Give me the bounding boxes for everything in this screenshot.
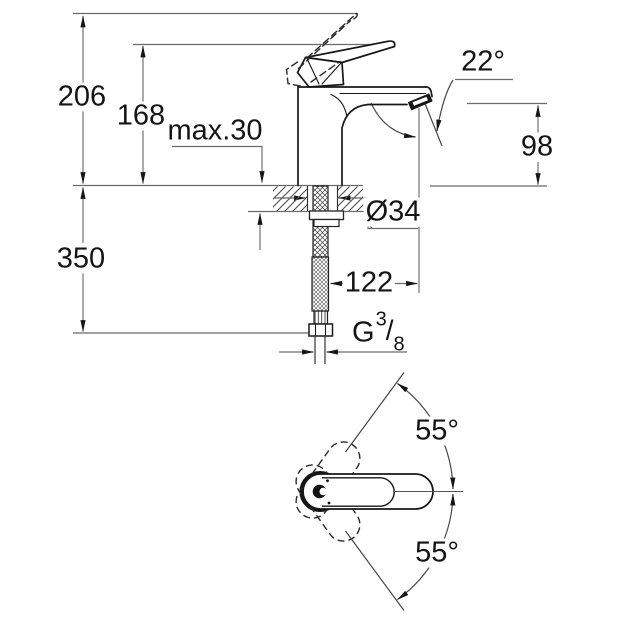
front-view — [73, 12, 547, 364]
hose-hex-nut — [308, 323, 334, 337]
thread-slash: / — [385, 314, 394, 346]
label-thread-size: G3/8 — [350, 309, 407, 355]
label-below-deck-length: 350 — [54, 242, 108, 275]
thread-prefix: G — [352, 316, 375, 349]
thread-stub — [314, 336, 326, 364]
handle-raised-dashed — [285, 12, 358, 88]
label-spout-reach: 122 — [342, 266, 396, 299]
angle-arcs — [370, 79, 454, 147]
mounting-nut — [313, 218, 340, 228]
dimension-lines — [80, 15, 541, 355]
swivel-leader-lines — [345, 372, 405, 611]
label-swivel-angle-lower: 55° — [413, 536, 461, 569]
label-swivel-angle-upper: 55° — [413, 414, 461, 447]
mounting-deck — [273, 186, 373, 229]
mounting-flange — [308, 210, 345, 221]
supply-connection — [308, 185, 345, 364]
hose-ferrule — [313, 310, 329, 325]
faucet-body — [297, 86, 433, 187]
flex-hose — [311, 256, 330, 312]
label-max-deck-thickness: max.30 — [165, 114, 265, 147]
label-spout-top-height: 168 — [114, 99, 168, 132]
handle-lever — [296, 40, 396, 88]
top-view — [295, 372, 463, 611]
thread-denominator: 8 — [393, 333, 405, 356]
thread-numerator: 3 — [375, 308, 387, 331]
label-overall-height: 206 — [55, 80, 109, 113]
label-hole-diameter: Ø34 — [363, 195, 423, 228]
aerator — [408, 93, 433, 111]
handle-logo-mark — [312, 479, 331, 505]
label-outlet-height: 98 — [518, 130, 556, 163]
label-aerator-angle: 22° — [459, 45, 507, 78]
